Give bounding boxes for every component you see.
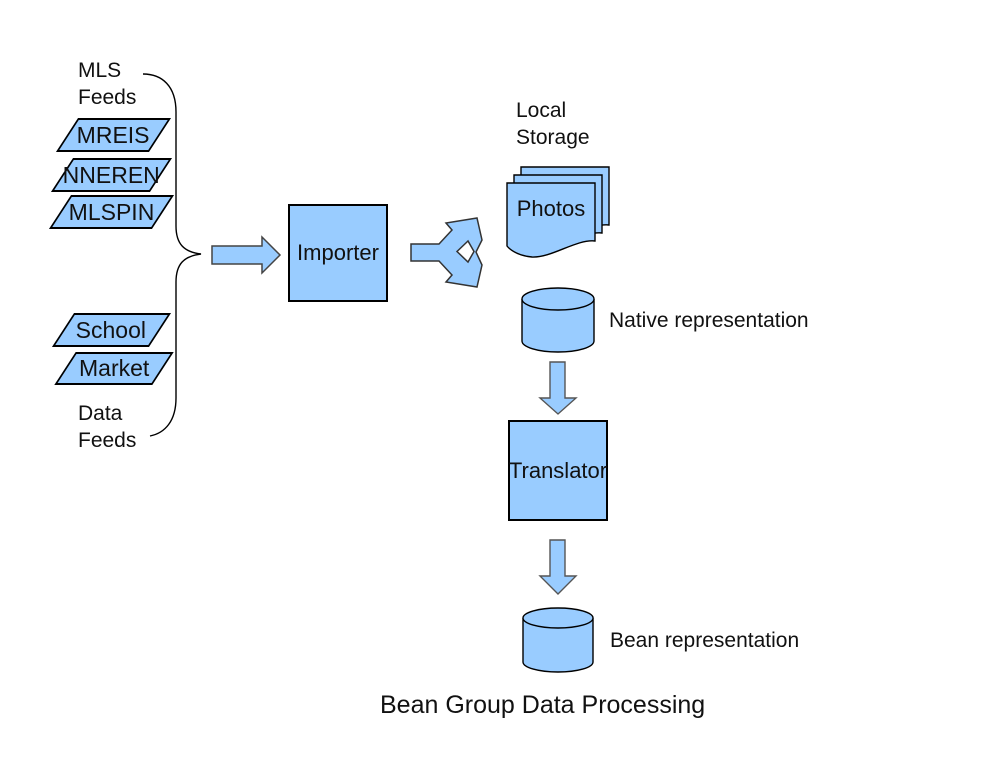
feed-label: MLSPIN (68, 198, 155, 225)
feed-label: MREIS (77, 121, 150, 148)
translator-label: Translator (508, 457, 608, 483)
bean-representation-cylinder (522, 607, 594, 673)
translator-process-box: Translator (508, 420, 608, 521)
photos-document-stack (506, 166, 610, 258)
feed-shape-mlspin: MLSPIN (48, 195, 175, 229)
feed-label: School (76, 316, 147, 343)
mls-feeds-label: MLS Feeds (78, 59, 137, 109)
local-storage-label: Local Storage (516, 99, 590, 149)
native-representation-label: Native representation (609, 309, 809, 332)
feeds-brace (142, 73, 202, 437)
diagram-title: Bean Group Data Processing (380, 691, 706, 719)
cylinder-body (522, 618, 594, 673)
cylinder-body (521, 299, 595, 353)
feed-label: NNEREN (62, 161, 161, 188)
importer-process-box: Importer (288, 204, 388, 302)
feed-shape-nneren: NNEREN (50, 158, 173, 192)
importer-split-arrow (410, 217, 483, 288)
native-representation-cylinder (521, 287, 595, 353)
cylinder-top (522, 607, 594, 629)
bean-representation-label: Bean representation (610, 629, 800, 652)
cylinder-top (521, 287, 595, 311)
importer-label: Importer (297, 240, 379, 265)
photos-doc-front (506, 182, 596, 258)
feed-label: Market (78, 355, 150, 381)
native-to-translator-arrow (538, 361, 578, 415)
translator-to-bean-arrow (538, 539, 578, 595)
data-feeds-label: Data Feeds (78, 402, 137, 452)
feeds-to-importer-arrow (211, 235, 282, 275)
photos-label: Photos (516, 196, 586, 221)
